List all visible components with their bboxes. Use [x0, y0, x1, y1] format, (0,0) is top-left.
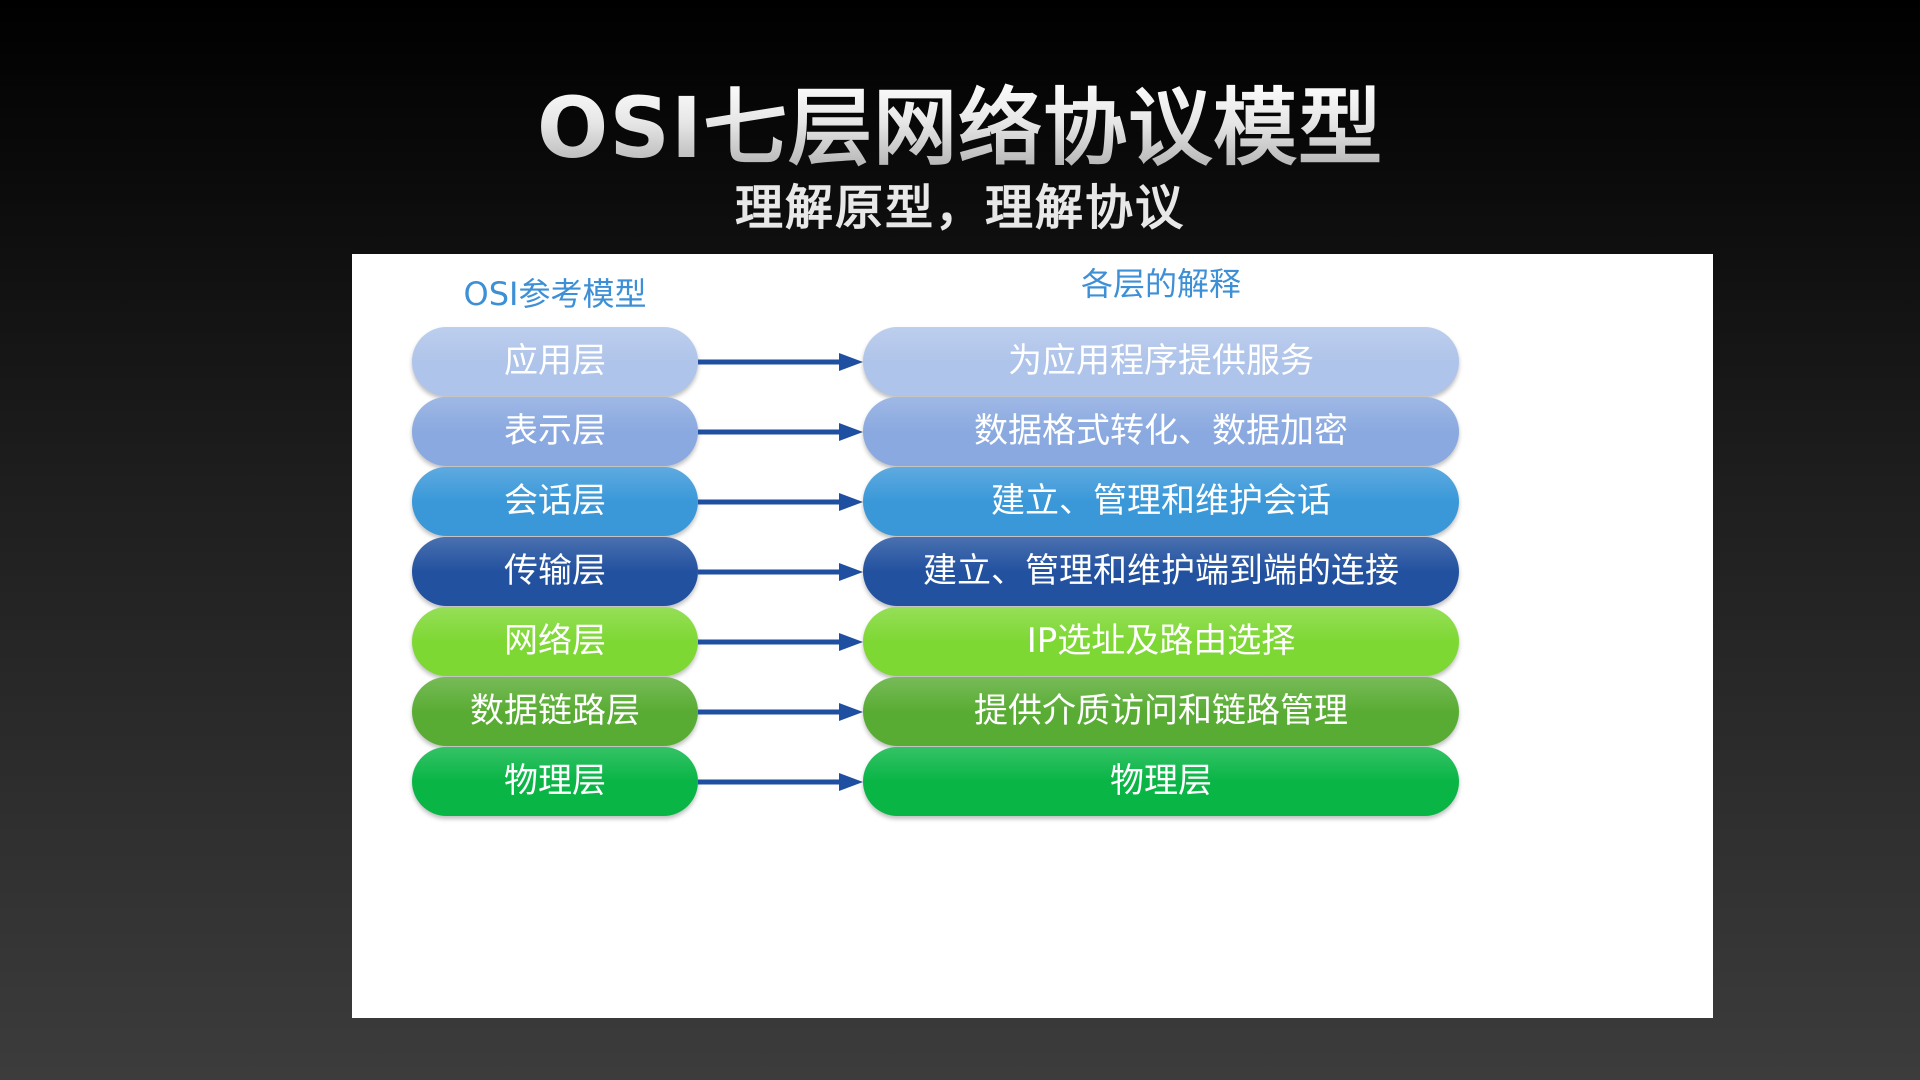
layer-name: 传输层 — [504, 551, 606, 591]
layer-row-transport: 传输层 建立、管理和维护端到端的连接 — [412, 537, 1459, 606]
layer-description-pill: IP选址及路由选择 — [863, 607, 1459, 676]
layer-row-application: 应用层 为应用程序提供服务 — [412, 327, 1459, 396]
arrow-icon — [698, 493, 863, 511]
arrow-icon — [698, 633, 863, 651]
layer-name: 会话层 — [504, 481, 606, 521]
layer-name: 表示层 — [504, 411, 606, 451]
arrow-icon — [698, 563, 863, 581]
arrow-icon — [698, 773, 863, 791]
layer-name-pill: 应用层 — [412, 327, 698, 396]
slide-title: OSI七层网络协议模型 — [0, 78, 1920, 178]
layer-name: 物理层 — [504, 761, 606, 801]
layer-description: 物理层 — [1110, 761, 1212, 801]
layer-name-pill: 会话层 — [412, 467, 698, 536]
layer-row-data-link: 数据链路层 提供介质访问和链路管理 — [412, 677, 1459, 746]
layer-description-pill: 为应用程序提供服务 — [863, 327, 1459, 396]
layer-name-pill: 传输层 — [412, 537, 698, 606]
layer-description-pill: 提供介质访问和链路管理 — [863, 677, 1459, 746]
layer-description: 为应用程序提供服务 — [1008, 341, 1314, 381]
layer-description-pill: 数据格式转化、数据加密 — [863, 397, 1459, 466]
layer-name: 应用层 — [504, 341, 606, 381]
layer-description: 建立、管理和维护端到端的连接 — [923, 551, 1399, 591]
osi-model-header: OSI参考模型 — [463, 275, 647, 313]
layer-description-pill: 建立、管理和维护端到端的连接 — [863, 537, 1459, 606]
layer-row-physical: 物理层 物理层 — [412, 747, 1459, 816]
arrow-icon — [698, 703, 863, 721]
layer-row-network: 网络层 IP选址及路由选择 — [412, 607, 1459, 676]
layer-name-pill: 物理层 — [412, 747, 698, 816]
layer-description-pill: 建立、管理和维护会话 — [863, 467, 1459, 536]
layer-name-pill: 网络层 — [412, 607, 698, 676]
layer-name-pill: 数据链路层 — [412, 677, 698, 746]
arrow-icon — [698, 353, 863, 371]
layer-row-presentation: 表示层 数据格式转化、数据加密 — [412, 397, 1459, 466]
layer-row-session: 会话层 建立、管理和维护会话 — [412, 467, 1459, 536]
layer-name: 网络层 — [504, 621, 606, 661]
slide-subtitle: 理解原型，理解协议 — [734, 180, 1185, 236]
layer-explanation-header: 各层的解释 — [1080, 265, 1241, 303]
layer-description: IP选址及路由选择 — [1026, 621, 1296, 661]
layer-description: 建立、管理和维护会话 — [991, 481, 1331, 521]
arrow-icon — [698, 423, 863, 441]
layer-name: 数据链路层 — [470, 691, 640, 731]
layer-name-pill: 表示层 — [412, 397, 698, 466]
layer-description: 提供介质访问和链路管理 — [974, 691, 1348, 731]
layer-description: 数据格式转化、数据加密 — [974, 411, 1348, 451]
layer-description-pill: 物理层 — [863, 747, 1459, 816]
diagram-panel: OSI参考模型 各层的解释 应用层 为应用程序提供服务 表示层 数据格式转化、数… — [352, 254, 1713, 1018]
